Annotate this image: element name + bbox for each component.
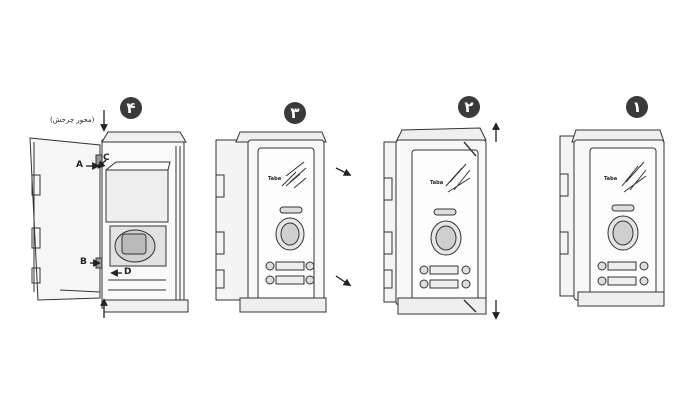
brand-step3: Taba — [268, 176, 282, 182]
step1-badge: ۱ — [626, 96, 648, 118]
label-b: B — [80, 257, 87, 267]
step2-badge: ۲ — [458, 96, 480, 118]
label-a: A — [76, 160, 83, 170]
brand-step1: Taba — [604, 176, 618, 182]
step2-panel — [383, 127, 487, 315]
step1-panel — [559, 129, 665, 307]
brand-step2: Taba — [430, 180, 444, 186]
step4-badge: ۴ — [120, 97, 142, 119]
arrow-right-bottom-step3 — [335, 275, 352, 287]
rotation-axis-caption: (محور چرخش) — [50, 116, 95, 124]
label-d: D — [124, 267, 132, 277]
step3-badge: ۳ — [284, 102, 306, 124]
label-c: C — [103, 153, 110, 163]
step3-panel — [215, 131, 327, 313]
arrow-right-top-step3 — [335, 167, 352, 176]
step4-frame-open — [29, 131, 189, 313]
